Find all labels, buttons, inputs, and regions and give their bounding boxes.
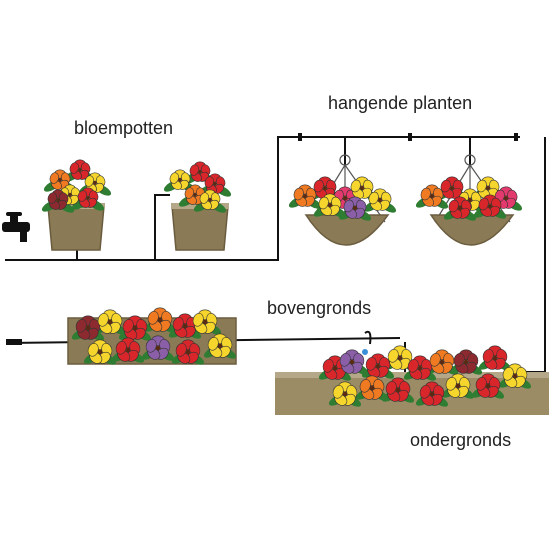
flower-icon	[169, 169, 191, 190]
flowers	[47, 159, 528, 406]
pipe-right-down	[404, 137, 546, 386]
flower-icon	[192, 309, 218, 334]
flower-icon	[419, 381, 445, 406]
label-hanging: hangende planten	[328, 93, 473, 113]
flower-icon	[189, 161, 211, 182]
dripper-icon	[362, 330, 372, 355]
flower-icon	[453, 349, 479, 374]
flower-icon	[47, 189, 69, 210]
flower-icon	[75, 315, 101, 340]
flower-icon	[482, 345, 508, 370]
hanging-basket-2	[429, 214, 515, 246]
flower-icon	[359, 375, 385, 400]
flower-icon	[475, 373, 501, 398]
flower-icon	[313, 176, 337, 199]
flower-icon	[387, 345, 413, 370]
flower-icon	[49, 169, 71, 190]
pipe-main-line	[5, 136, 520, 261]
flower-icon	[87, 339, 113, 364]
flower-icon	[332, 381, 358, 406]
flower-icon	[339, 349, 365, 374]
flower-pot-1	[47, 203, 105, 251]
flower-icon	[429, 349, 455, 374]
flower-icon	[77, 187, 99, 208]
flower-icon	[293, 184, 317, 207]
flower-icon	[207, 333, 233, 358]
flower-icon	[420, 184, 444, 207]
flower-icon	[365, 353, 391, 378]
faucet-icon	[2, 212, 30, 242]
flower-icon	[478, 194, 502, 217]
flower-icon	[115, 337, 141, 362]
flower-icon	[445, 373, 471, 398]
flower-icon	[97, 309, 123, 334]
pipe-pot2-feed	[154, 194, 170, 260]
label-pots: bloempotten	[74, 118, 174, 138]
flower-icon	[407, 355, 433, 380]
pipe-clips	[298, 133, 518, 141]
flower-icon	[175, 339, 201, 364]
flower-icon	[476, 176, 500, 199]
flower-icon	[69, 159, 91, 180]
flower-icon	[368, 188, 392, 211]
flower-icon	[199, 189, 221, 210]
flower-icon	[440, 176, 464, 199]
pipe-end-cap	[6, 339, 22, 345]
flower-icon	[122, 315, 148, 340]
flower-icon	[147, 307, 173, 332]
flower-icon	[350, 176, 374, 199]
flower-icon	[343, 196, 367, 219]
label-below-ground: ondergronds	[410, 430, 512, 450]
flower-icon	[385, 377, 411, 402]
hanging-basket-1	[304, 214, 390, 246]
flower-icon	[145, 335, 171, 360]
flower-icon	[448, 196, 472, 219]
flower-icon	[318, 193, 342, 216]
label-above-ground: bovengronds	[267, 298, 372, 318]
flower-icon	[502, 363, 528, 388]
